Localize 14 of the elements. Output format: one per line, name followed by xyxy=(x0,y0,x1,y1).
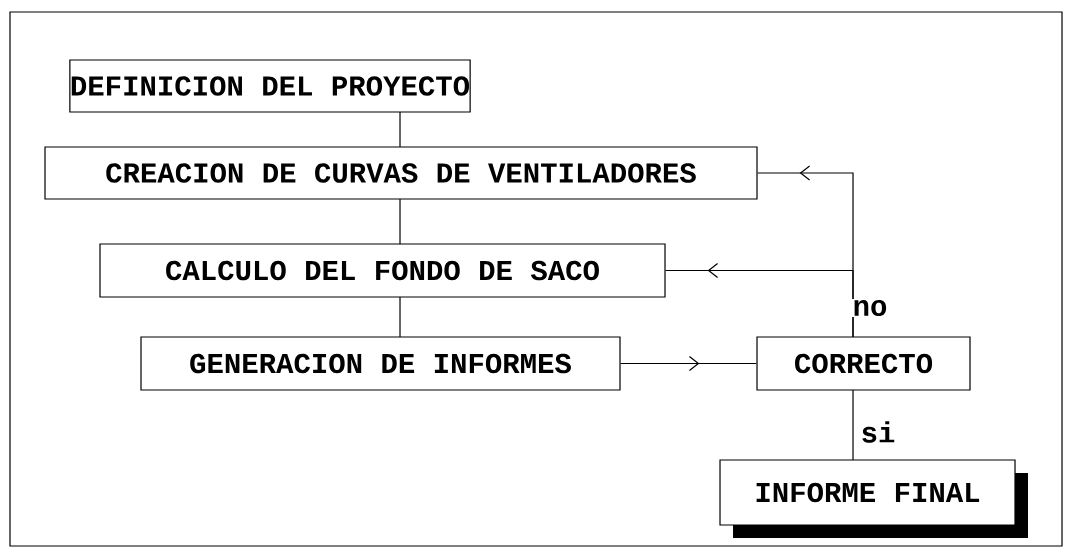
connector xyxy=(665,262,854,338)
connector xyxy=(399,111,401,148)
connector xyxy=(852,389,854,461)
edge-label: no xyxy=(851,299,889,317)
process-box: CREACION DE CURVAS DE VENTILADORES xyxy=(44,146,758,200)
connector xyxy=(399,296,401,338)
connector xyxy=(399,198,401,245)
connector xyxy=(620,355,757,372)
process-box: INFORME FINAL xyxy=(719,459,1028,538)
process-box: CORRECTO xyxy=(756,336,971,391)
process-box: DEFINICION DEL PROYECTO xyxy=(69,59,471,113)
process-box: CALCULO DEL FONDO DE SACO xyxy=(99,243,666,298)
edge-label: si xyxy=(859,420,897,444)
process-box: GENERACION DE INFORMES xyxy=(140,336,621,391)
